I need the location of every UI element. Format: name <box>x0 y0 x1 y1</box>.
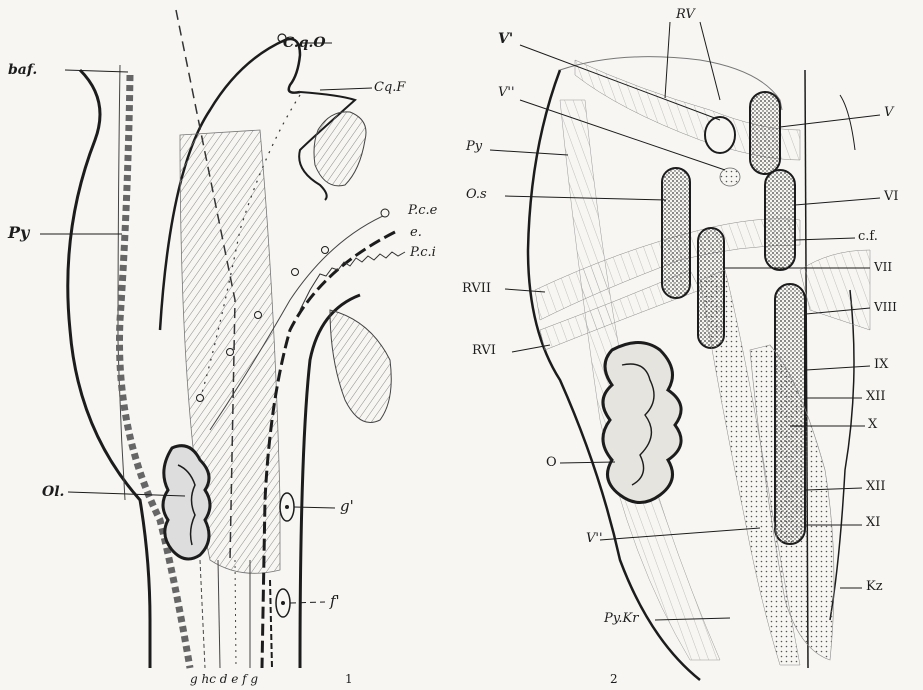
figure-1-drawing <box>40 10 405 668</box>
label-g-prime: g' <box>340 499 354 513</box>
label-vi: VI <box>884 190 899 204</box>
label-rvi: RVI <box>472 344 496 358</box>
label-xii-lower: XII <box>866 480 886 494</box>
label-cqo: C.q.O <box>283 36 326 50</box>
label-viii: VIII <box>874 300 897 314</box>
label-v-lower: V'' <box>586 532 603 546</box>
figure-2-drawing <box>490 22 880 680</box>
label-kz: Kz <box>866 580 883 594</box>
label-cf: c.f. <box>858 230 878 244</box>
label-pci: P.c.i <box>410 246 436 260</box>
label-bottom-letters: g hc d e f g <box>190 672 258 686</box>
figure-2-number: 2 <box>610 672 618 686</box>
label-v-prime: V' <box>498 32 513 46</box>
label-f-prime: f' <box>330 594 340 608</box>
label-rv: RV <box>676 8 695 22</box>
label-xii-upper: XII <box>866 390 886 404</box>
label-v-double: V'' <box>498 86 515 100</box>
label-rvii: RVII <box>462 282 491 296</box>
label-o: O <box>546 456 557 470</box>
label-py-fig1: Py <box>8 226 29 240</box>
label-v: V <box>884 106 893 120</box>
label-pce: P.c.e <box>408 204 437 218</box>
label-vii: VII <box>874 260 892 274</box>
label-baf: baf. <box>8 63 37 77</box>
label-e: e. <box>410 226 422 240</box>
label-x: X <box>868 418 877 432</box>
label-os: O.s <box>466 188 487 202</box>
figure-1-number: 1 <box>345 672 353 686</box>
label-pykr: Py.Kr <box>604 612 638 626</box>
label-xi: XI <box>866 516 880 530</box>
label-ix: IX <box>874 358 888 372</box>
label-ol: Ol. <box>42 485 64 499</box>
label-cqf: Cq.F <box>374 81 405 95</box>
label-py-fig2: Py <box>466 140 482 154</box>
